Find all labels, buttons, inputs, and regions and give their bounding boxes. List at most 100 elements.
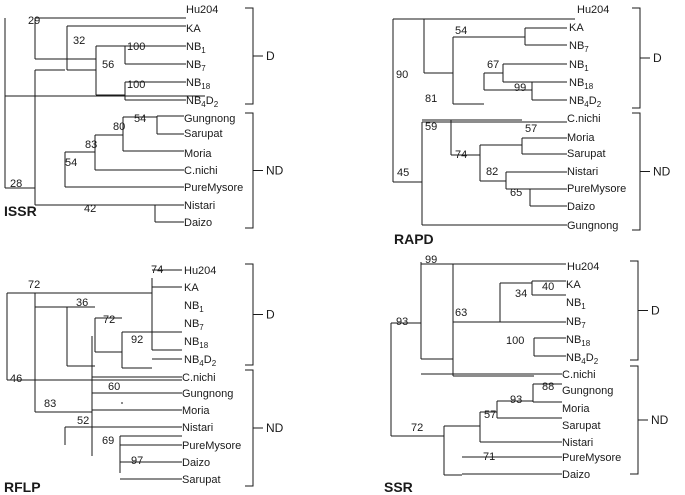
taxon-label: NB4D2 (186, 95, 219, 109)
tree-branches (390, 262, 566, 476)
taxon-label: KA (566, 279, 581, 291)
taxon-label: Nistari (567, 166, 598, 178)
bootstrap-value: 54 (134, 113, 146, 125)
bootstrap-value: 46 (10, 373, 22, 385)
group-label: ND (266, 421, 284, 435)
taxon-label: Hu204 (577, 4, 609, 16)
panel-title: RFLP (4, 479, 41, 495)
taxon-label: C.nichi (567, 113, 601, 125)
taxon-label: Sarupat (567, 148, 606, 160)
bootstrap-value: 42 (84, 203, 96, 215)
bracket-line (632, 7, 641, 109)
taxon-label: Moria (562, 403, 590, 415)
bootstrap-value: 56 (102, 59, 114, 71)
taxon-label: Moria (182, 405, 210, 417)
bootstrap-value: 28 (10, 178, 22, 190)
bootstrap-value: 29 (28, 15, 40, 27)
taxon-label: Nistari (182, 422, 213, 434)
bootstrap-value: 100 (127, 41, 145, 53)
group-bracket: D (245, 7, 275, 105)
bootstrap-value: 72 (411, 422, 423, 434)
bootstrap-value: 81 (425, 93, 437, 105)
taxon-label: Daizo (567, 201, 595, 213)
taxon-label: NB1 (186, 41, 206, 55)
taxon-label: PureMysore (567, 183, 626, 195)
bootstrap-value: 45 (397, 167, 409, 179)
taxon-label: C.nichi (182, 372, 216, 384)
bootstrap-value: 57 (484, 409, 496, 421)
bootstrap-value: 100 (506, 335, 524, 347)
taxon-label: Moria (184, 148, 212, 160)
bootstrap-value: 93 (510, 394, 522, 406)
taxon-label: C.nichi (184, 165, 218, 177)
bootstrap-value: 82 (486, 166, 498, 178)
taxon-label: Moria (567, 132, 595, 144)
bootstrap-value: 83 (44, 398, 56, 410)
taxon-label: PureMysore (562, 452, 621, 464)
bootstrap-value: 74 (151, 264, 163, 276)
panel-ssr: Hu204KANB1NB7NB18NB4D2C.nichiGungnongMor… (384, 254, 669, 495)
taxon-label: Hu204 (184, 265, 216, 277)
bootstrap-value: 63 (455, 307, 467, 319)
panel-rapd: Hu204KANB7NB1NB18NB4D2C.nichiMoriaSarupa… (392, 4, 671, 247)
taxon-label: NB4D2 (569, 95, 602, 109)
taxon-label: C.nichi (562, 369, 596, 381)
bootstrap-value: 97 (131, 455, 143, 467)
group-bracket: ND (245, 112, 284, 229)
taxon-label: Hu204 (567, 261, 599, 273)
tree-branches (4, 17, 205, 223)
bootstrap-value: 40 (542, 281, 554, 293)
taxon-label: Gungnong (567, 220, 618, 232)
bracket-line (245, 263, 254, 366)
bootstrap-value: 60 (108, 381, 120, 393)
taxon-label: KA (184, 282, 199, 294)
bootstrap-value: 99 (425, 254, 437, 266)
panel-title: SSR (384, 479, 413, 495)
bootstrap-value: 99 (514, 82, 526, 94)
taxon-label: Nistari (562, 437, 593, 449)
bootstrap-value: 57 (525, 123, 537, 135)
group-label: ND (266, 164, 284, 178)
taxon-label: NB7 (186, 59, 206, 73)
taxon-label: Sarupat (184, 128, 223, 140)
taxon-label: NB7 (566, 316, 586, 330)
taxon-label: NB4D2 (184, 354, 217, 368)
bootstrap-value: 69 (102, 435, 114, 447)
bootstrap-value: 80 (113, 121, 125, 133)
group-bracket: D (245, 263, 275, 366)
group-label: ND (651, 413, 669, 427)
bootstrap-value: 54 (65, 157, 77, 169)
taxon-label: NB4D2 (566, 352, 599, 366)
bootstrap-value: 72 (28, 279, 40, 291)
bootstrap-value: 72 (103, 314, 115, 326)
bracket-line (632, 112, 641, 231)
taxon-label: NB7 (569, 40, 589, 54)
bootstrap-value: 32 (73, 35, 85, 47)
taxon-label: NB7 (184, 318, 204, 332)
taxon-label: Daizo (182, 457, 210, 469)
group-label: D (266, 49, 275, 63)
taxon-label: Gungnong (182, 388, 233, 400)
taxon-label: Gungnong (562, 385, 613, 397)
panel-title: RAPD (394, 231, 434, 247)
group-bracket: ND (632, 112, 671, 231)
taxon-label: NB18 (569, 77, 594, 91)
taxon-label: Daizo (562, 469, 590, 481)
taxon-label: NB1 (566, 297, 586, 311)
taxon-label: PureMysore (184, 182, 243, 194)
bootstrap-value: 90 (396, 69, 408, 81)
bootstrap-value: 88 (542, 381, 554, 393)
bootstrap-value: 36 (76, 297, 88, 309)
bootstrap-value: 59 (425, 121, 437, 133)
taxon-label: NB1 (569, 59, 589, 73)
taxon-label: PureMysore (182, 440, 241, 452)
group-bracket: D (630, 260, 660, 361)
group-bracket: ND (245, 369, 284, 487)
taxon-label: Sarupat (182, 474, 221, 486)
panel-rflp: Hu204KANB1NB7NB18NB4D2C.nichiGungnongMor… (4, 263, 284, 495)
bootstrap-value: 83 (85, 139, 97, 151)
bootstrap-value: 54 (455, 25, 467, 37)
bracket-line (630, 365, 639, 475)
taxon-label: NB1 (184, 300, 204, 314)
